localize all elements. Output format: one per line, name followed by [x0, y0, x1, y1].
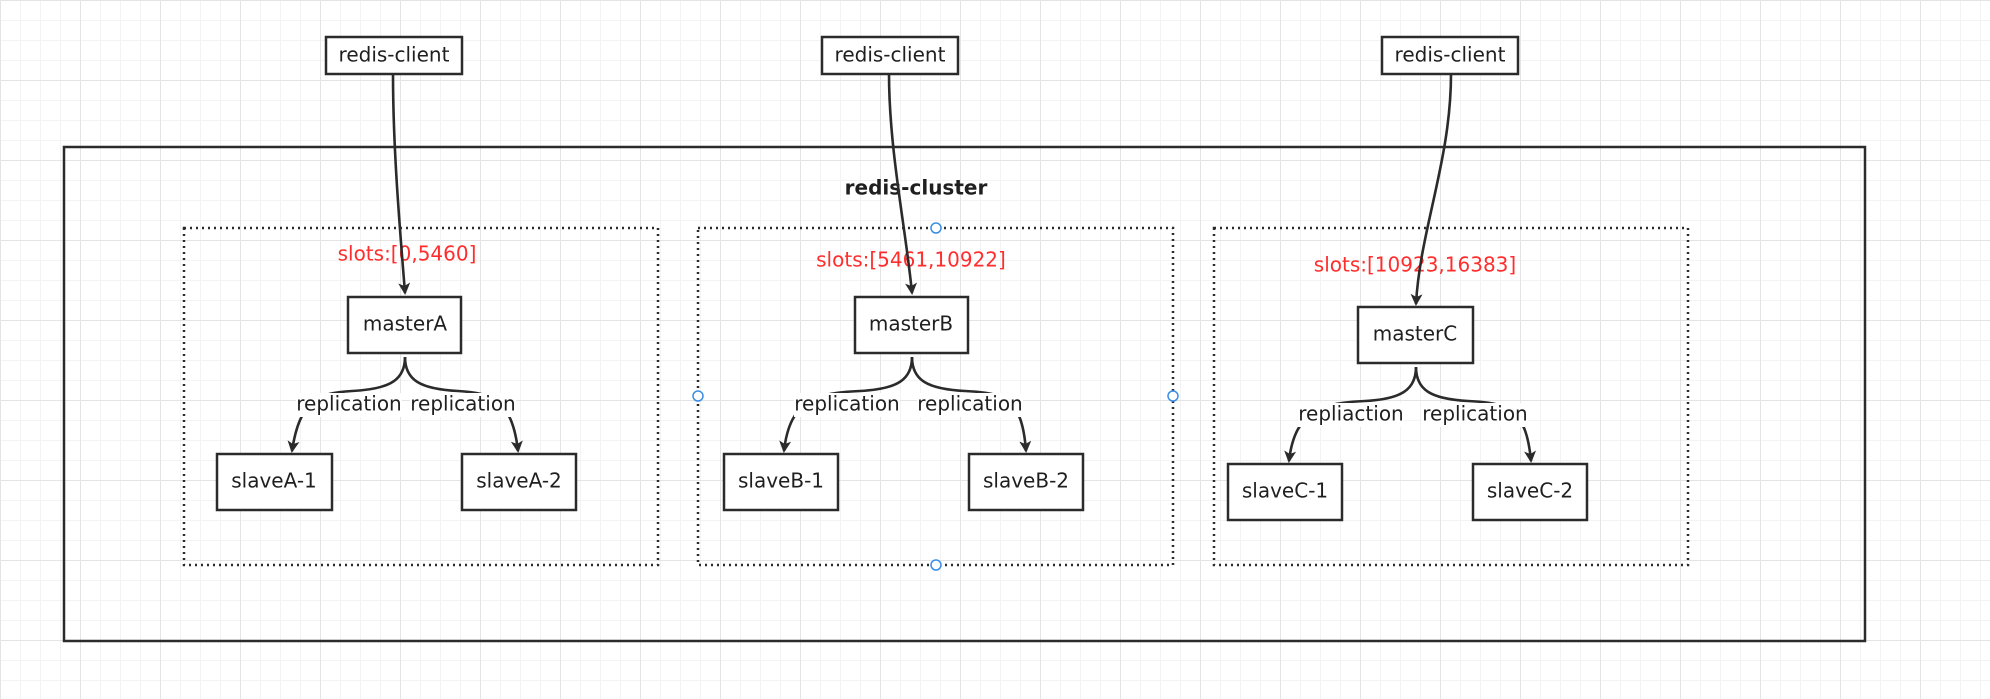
edge-masterA-slaveA1[interactable] — [287, 356, 407, 453]
edge-client2-masterB[interactable] — [887, 73, 918, 295]
shard-a-group[interactable] — [182, 226, 660, 567]
slave-label-c2: slaveC-2 — [1487, 479, 1573, 503]
edge-masterA-slaveA2[interactable] — [403, 356, 523, 453]
slots-label-a: slots:[0,5460] — [338, 242, 477, 266]
slave-node-c2[interactable]: slaveC-2 — [1471, 462, 1589, 522]
redis-client-node-1[interactable]: redis-client — [324, 35, 464, 76]
edge-label-c2: replication — [1422, 402, 1527, 426]
redis-client-label-3: redis-client — [1395, 43, 1506, 67]
edge-label-a2: replication — [410, 392, 515, 416]
replication-edges — [287, 356, 1537, 463]
handle-bottom[interactable] — [930, 559, 942, 571]
edge-masterB-slaveB1[interactable] — [779, 356, 914, 453]
handle-top[interactable] — [930, 222, 942, 234]
selection-handles[interactable] — [692, 222, 1179, 571]
slave-label-a2: slaveA-2 — [476, 469, 562, 493]
redis-client-node-3[interactable]: redis-client — [1380, 35, 1520, 76]
master-node-a[interactable]: masterA — [346, 295, 463, 355]
slave-node-c1[interactable]: slaveC-1 — [1226, 462, 1344, 522]
redis-client-label-2: redis-client — [835, 43, 946, 67]
edge-client3-masterC[interactable] — [1410, 73, 1453, 306]
master-label-b: masterB — [869, 312, 953, 336]
redis-client-label-1: redis-client — [339, 43, 450, 67]
slave-node-b1[interactable]: slaveB-1 — [722, 452, 840, 512]
redis-cluster-container[interactable]: redis-cluster — [62, 145, 1867, 643]
edge-label-a1: replication — [296, 392, 401, 416]
slave-label-b2: slaveB-2 — [983, 469, 1069, 493]
edge-client1-masterA[interactable] — [391, 73, 411, 295]
slave-node-b2[interactable]: slaveB-2 — [967, 452, 1085, 512]
slots-label-c: slots:[10923,16383] — [1314, 253, 1516, 277]
edge-label-b2: replication — [917, 392, 1022, 416]
edge-masterB-slaveB2[interactable] — [910, 356, 1032, 453]
slave-label-b1: slaveB-1 — [738, 469, 824, 493]
handle-left[interactable] — [692, 390, 704, 402]
cluster-title: redis-cluster — [845, 176, 988, 200]
edge-masterC-slaveC1[interactable] — [1284, 366, 1418, 463]
edge-label-c1: repliaction — [1298, 402, 1403, 426]
edge-labels: replication replication replication repl… — [296, 392, 1528, 427]
master-label-a: masterA — [363, 312, 448, 336]
slave-label-c1: slaveC-1 — [1242, 479, 1328, 503]
slots-label-b: slots:[5461,10922] — [816, 248, 1006, 272]
slave-label-a1: slaveA-1 — [231, 469, 317, 493]
master-node-c[interactable]: masterC — [1356, 305, 1475, 365]
master-label-c: masterC — [1373, 322, 1458, 346]
shard-c-group[interactable] — [1212, 226, 1690, 567]
redis-client-node-2[interactable]: redis-client — [820, 35, 960, 76]
slave-node-a1[interactable]: slaveA-1 — [215, 452, 334, 512]
slave-node-a2[interactable]: slaveA-2 — [460, 452, 578, 512]
edge-masterC-slaveC2[interactable] — [1414, 366, 1537, 463]
client-edges — [391, 73, 1453, 306]
master-node-b[interactable]: masterB — [853, 295, 970, 355]
edge-label-b1: replication — [794, 392, 899, 416]
handle-right[interactable] — [1167, 390, 1179, 402]
